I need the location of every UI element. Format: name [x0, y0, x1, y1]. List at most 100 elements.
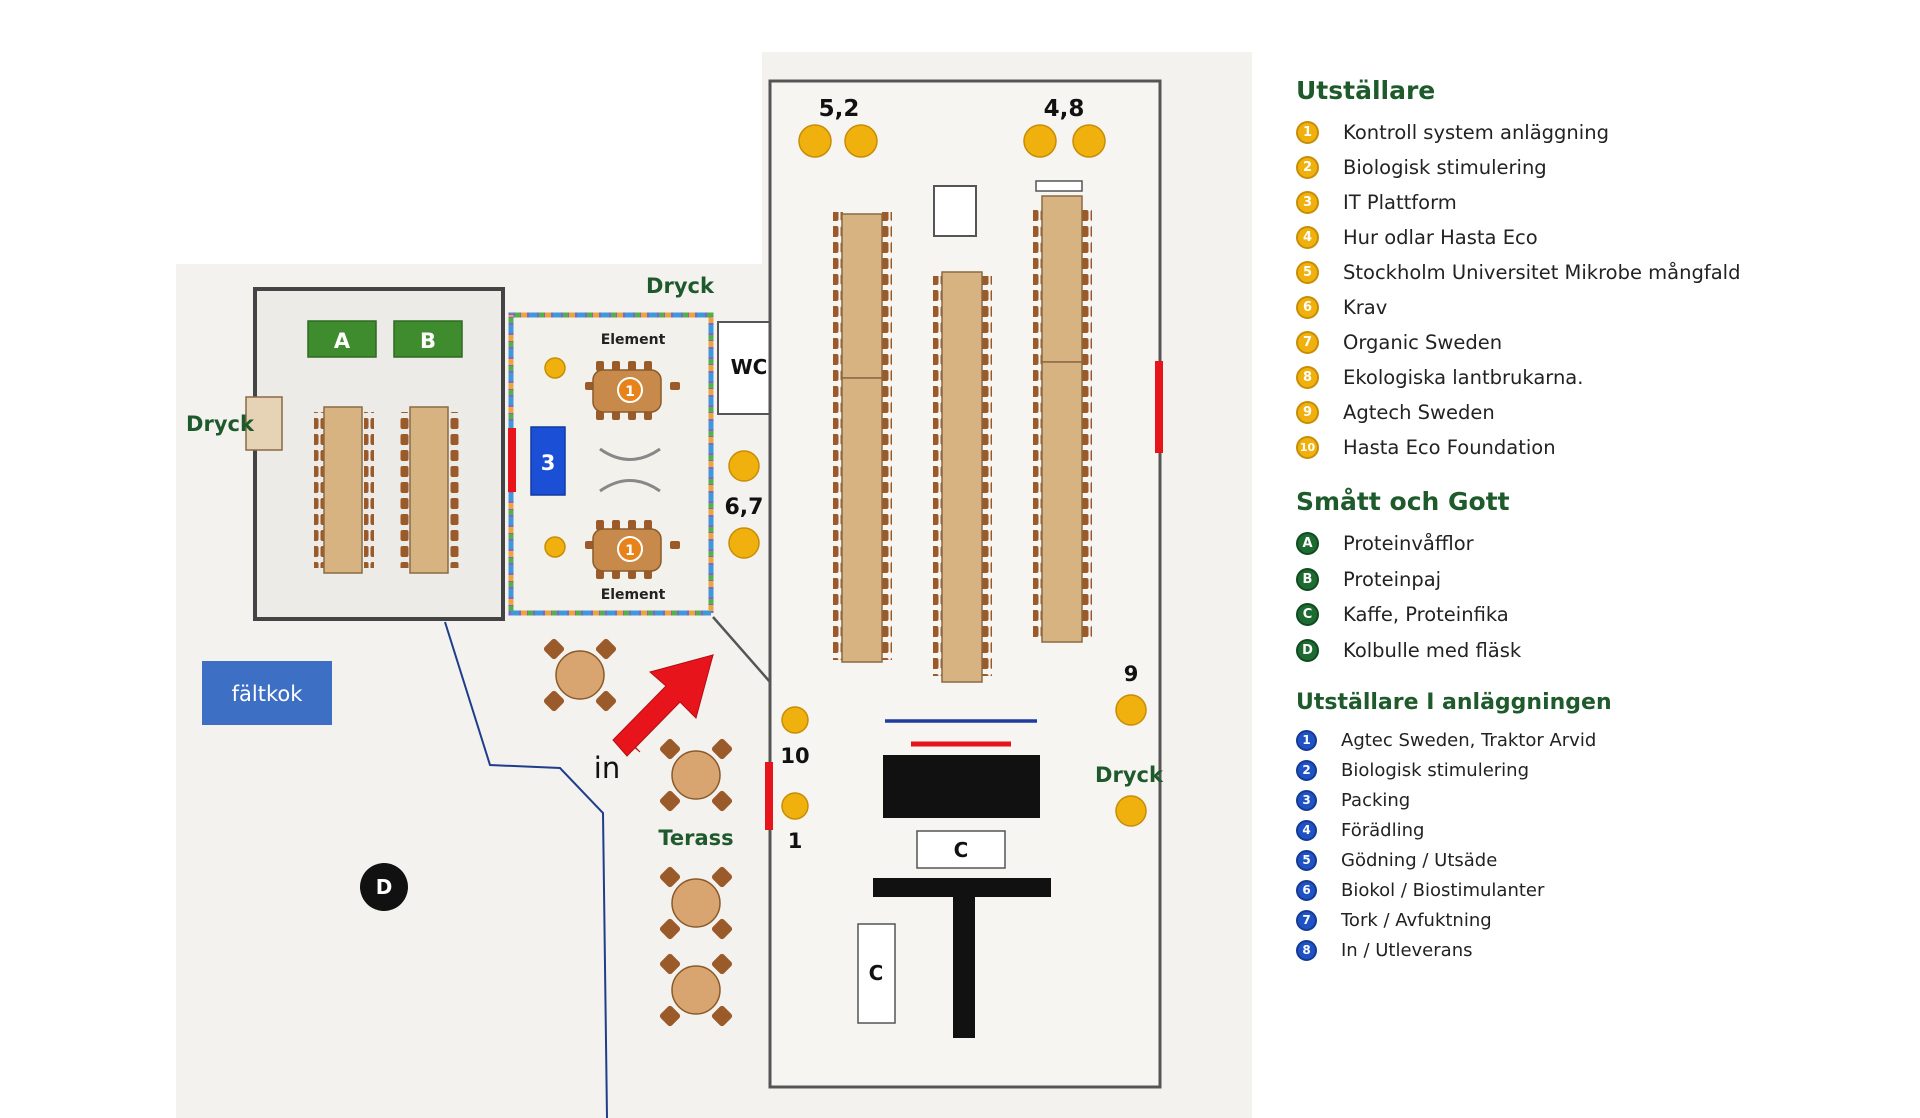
counter-stem	[953, 897, 975, 1038]
list-item-label: Organic Sweden	[1343, 331, 1503, 354]
list-item: 7 Organic Sweden	[1296, 325, 1856, 360]
list-item-label: Stockholm Universitet Mikrobe mångfald	[1343, 261, 1741, 284]
list-item: 5 Stockholm Universitet Mikrobe mångfald	[1296, 255, 1856, 290]
booth-d: D	[360, 863, 408, 911]
dryck-label-tent: Dryck	[646, 274, 715, 298]
group-label-48: 4,8	[1044, 96, 1085, 122]
list-item-label: Biokol / Biostimulanter	[1341, 879, 1545, 901]
dryck-label-left: Dryck	[186, 412, 255, 436]
list-item-label: Proteinpaj	[1343, 567, 1442, 591]
cross-marker	[599, 447, 661, 493]
booth-c-center-label: C	[954, 838, 969, 862]
booth-b-label: B	[420, 329, 436, 353]
faltkok-label: fältkok	[232, 682, 304, 706]
exhibitor-number-badge: 2	[1296, 156, 1319, 179]
booth-a-label: A	[334, 329, 351, 353]
exhibitor-dot	[1072, 124, 1106, 158]
exhibitor-number-badge: 10	[1296, 436, 1319, 459]
tent-entrance-red	[508, 428, 516, 492]
list-item-label: Gödning / Utsäde	[1341, 849, 1498, 871]
exhibitor-number-badge: 6	[1296, 296, 1319, 319]
facility-number-badge: 1	[1296, 729, 1317, 751]
list-item-label: Kontroll system anläggning	[1343, 121, 1609, 144]
list-item: 2 Biologisk stimulering	[1296, 150, 1856, 185]
terrace-table	[543, 638, 617, 712]
exhibitor-dot	[544, 357, 566, 379]
left-room-table	[400, 406, 460, 574]
list-item-label: Hasta Eco Foundation	[1343, 436, 1556, 459]
list-item-label: Kaffe, Proteinfika	[1343, 603, 1509, 627]
booth-a: A	[307, 320, 377, 358]
terass-label: Terass	[658, 826, 733, 850]
exhibitor-dot	[798, 124, 832, 158]
list-item-label: Agtec Sweden, Traktor Arvid	[1341, 729, 1597, 751]
exhibitor-dot	[844, 124, 878, 158]
list-item: 9 Agtech Sweden	[1296, 395, 1856, 430]
terrace-table	[659, 953, 733, 1027]
facility-number-badge: 6	[1296, 879, 1317, 901]
table-badge-label: 1	[625, 543, 635, 559]
facility-number-badge: 3	[1296, 789, 1317, 811]
list-item-label: Ekologiska lantbrukarna.	[1343, 366, 1584, 389]
left-room-door	[245, 396, 283, 451]
group-label-67: 6,7	[725, 495, 764, 520]
list-item: 6 Biokol / Biostimulanter	[1296, 875, 1856, 905]
exhibitor-dot	[544, 536, 566, 558]
list-item: 1 Agtec Sweden, Traktor Arvid	[1296, 725, 1856, 755]
list-item-label: Biologisk stimulering	[1343, 156, 1547, 179]
facility-number-badge: 2	[1296, 759, 1317, 781]
faltkok: fältkok	[202, 661, 332, 725]
list-item-label: Hur odlar Hasta Eco	[1343, 226, 1538, 249]
exhibitor-dot	[728, 450, 760, 482]
left-room	[253, 287, 505, 621]
exhibitor-number-badge: 9	[1296, 401, 1319, 424]
facility-number-badge: 7	[1296, 909, 1317, 931]
stage-block	[883, 755, 1040, 818]
exhibitor-dot	[1115, 795, 1147, 827]
terrace-table	[659, 738, 733, 812]
small-booth	[933, 185, 977, 237]
list-item: 10 Hasta Eco Foundation	[1296, 430, 1856, 465]
group-label-9: 9	[1124, 662, 1139, 686]
booth-c-center: C	[916, 830, 1006, 869]
venue-floor-plan: A B Dryck Element Element Dryck 1	[176, 52, 1252, 1118]
list-item-label: IT Plattform	[1343, 191, 1457, 214]
exhibitor-number-badge: 5	[1296, 261, 1319, 284]
element-label-top: Element	[601, 332, 666, 348]
list-item-label: Förädling	[1341, 819, 1425, 841]
long-table-right	[1033, 180, 1092, 643]
group-label-10: 10	[780, 744, 809, 768]
exhibitor-number-badge: 3	[1296, 191, 1319, 214]
wc-label: WC	[731, 355, 768, 379]
terrace-table	[659, 866, 733, 940]
list-item-label: Proteinvåfflor	[1343, 532, 1474, 556]
exhibitor-dot	[1023, 124, 1057, 158]
list-item-label: Agtech Sweden	[1343, 401, 1495, 424]
long-table-middle	[933, 271, 992, 683]
list-item: B Proteinpaj	[1296, 562, 1856, 598]
hall-entrance-left	[765, 762, 773, 830]
food-letter-badge: C	[1296, 603, 1319, 627]
list-item-label: Kolbulle med fläsk	[1343, 638, 1522, 662]
list-item: 3 IT Plattform	[1296, 185, 1856, 220]
dryck-label-right: Dryck	[1095, 763, 1164, 787]
hall-entrance-right	[1155, 361, 1163, 453]
exhibitor-number-badge: 7	[1296, 331, 1319, 354]
element-label-bottom: Element	[601, 587, 666, 603]
legend-utstallare-anlaggningen-title: Utställare I anläggningen	[1296, 690, 1612, 715]
booth-b: B	[393, 320, 463, 358]
list-item: C Kaffe, Proteinfika	[1296, 597, 1856, 633]
legend-smatt-och-gott-title: Smått och Gott	[1296, 487, 1510, 516]
list-item-label: Krav	[1343, 296, 1388, 319]
left-room-table	[314, 406, 374, 574]
food-letter-badge: B	[1296, 567, 1319, 591]
